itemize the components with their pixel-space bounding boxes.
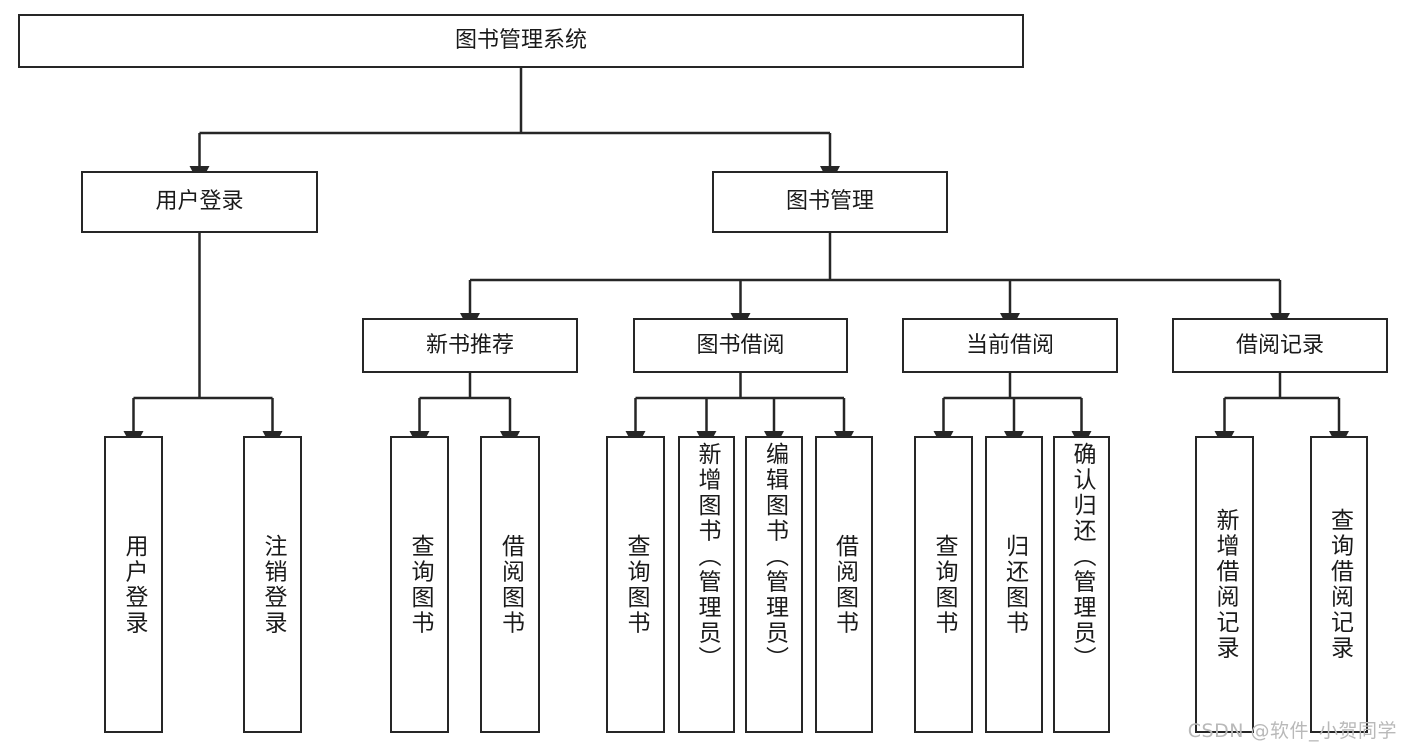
node-label-leaf-11: 确认归还（管理员） xyxy=(1069,442,1095,672)
node-leaf-11[interactable]: 确认归还（管理员） xyxy=(1053,436,1110,733)
node-leaf-3[interactable]: 查询图书 xyxy=(390,436,449,733)
node-label-leaf-5: 查询图书 xyxy=(623,533,649,636)
node-leaf-10[interactable]: 归还图书 xyxy=(985,436,1043,733)
node-label-leaf-12: 新增借阅记录 xyxy=(1212,508,1238,661)
node-label-book-mgmt: 图书管理 xyxy=(785,189,874,215)
node-label-leaf-13: 查询借阅记录 xyxy=(1326,508,1353,661)
node-label-leaf-3: 查询图书 xyxy=(407,533,433,636)
node-leaf-8[interactable]: 借阅图书 xyxy=(815,436,873,733)
node-label-book-borrow: 图书借阅 xyxy=(696,332,785,358)
node-cur-borrow[interactable]: 当前借阅 xyxy=(902,318,1118,373)
node-leaf-6[interactable]: 新增图书（管理员） xyxy=(678,436,735,733)
node-root[interactable]: 图书管理系统 xyxy=(18,14,1024,68)
node-label-leaf-10: 归还图书 xyxy=(1001,533,1028,636)
node-label-leaf-6: 新增图书（管理员） xyxy=(694,442,720,672)
node-leaf-1[interactable]: 用户登录 xyxy=(104,436,163,733)
node-book-borrow[interactable]: 图书借阅 xyxy=(633,318,848,373)
node-label-leaf-2: 注销登录 xyxy=(260,533,286,636)
node-borrow-rec[interactable]: 借阅记录 xyxy=(1172,318,1388,373)
node-label-leaf-1: 用户登录 xyxy=(121,533,147,636)
node-label-user-login: 用户登录 xyxy=(155,189,244,215)
node-leaf-9[interactable]: 查询图书 xyxy=(914,436,973,733)
node-leaf-5[interactable]: 查询图书 xyxy=(606,436,665,733)
node-leaf-2[interactable]: 注销登录 xyxy=(243,436,302,733)
node-leaf-12[interactable]: 新增借阅记录 xyxy=(1195,436,1254,733)
node-label-new-book: 新书推荐 xyxy=(425,332,514,358)
node-new-book[interactable]: 新书推荐 xyxy=(362,318,578,373)
node-leaf-7[interactable]: 编辑图书（管理员） xyxy=(745,436,803,733)
node-leaf-4[interactable]: 借阅图书 xyxy=(480,436,540,733)
node-label-leaf-7: 编辑图书（管理员） xyxy=(761,442,788,672)
node-label-leaf-8: 借阅图书 xyxy=(831,533,858,636)
node-leaf-13[interactable]: 查询借阅记录 xyxy=(1310,436,1368,733)
node-label-root: 图书管理系统 xyxy=(454,28,587,54)
connector-group xyxy=(123,68,1349,450)
node-book-mgmt[interactable]: 图书管理 xyxy=(712,171,948,233)
node-label-leaf-4: 借阅图书 xyxy=(497,533,524,636)
node-label-borrow-rec: 借阅记录 xyxy=(1235,332,1324,358)
node-label-leaf-9: 查询图书 xyxy=(931,533,957,636)
node-user-login[interactable]: 用户登录 xyxy=(81,171,318,233)
node-label-cur-borrow: 当前借阅 xyxy=(965,332,1054,358)
